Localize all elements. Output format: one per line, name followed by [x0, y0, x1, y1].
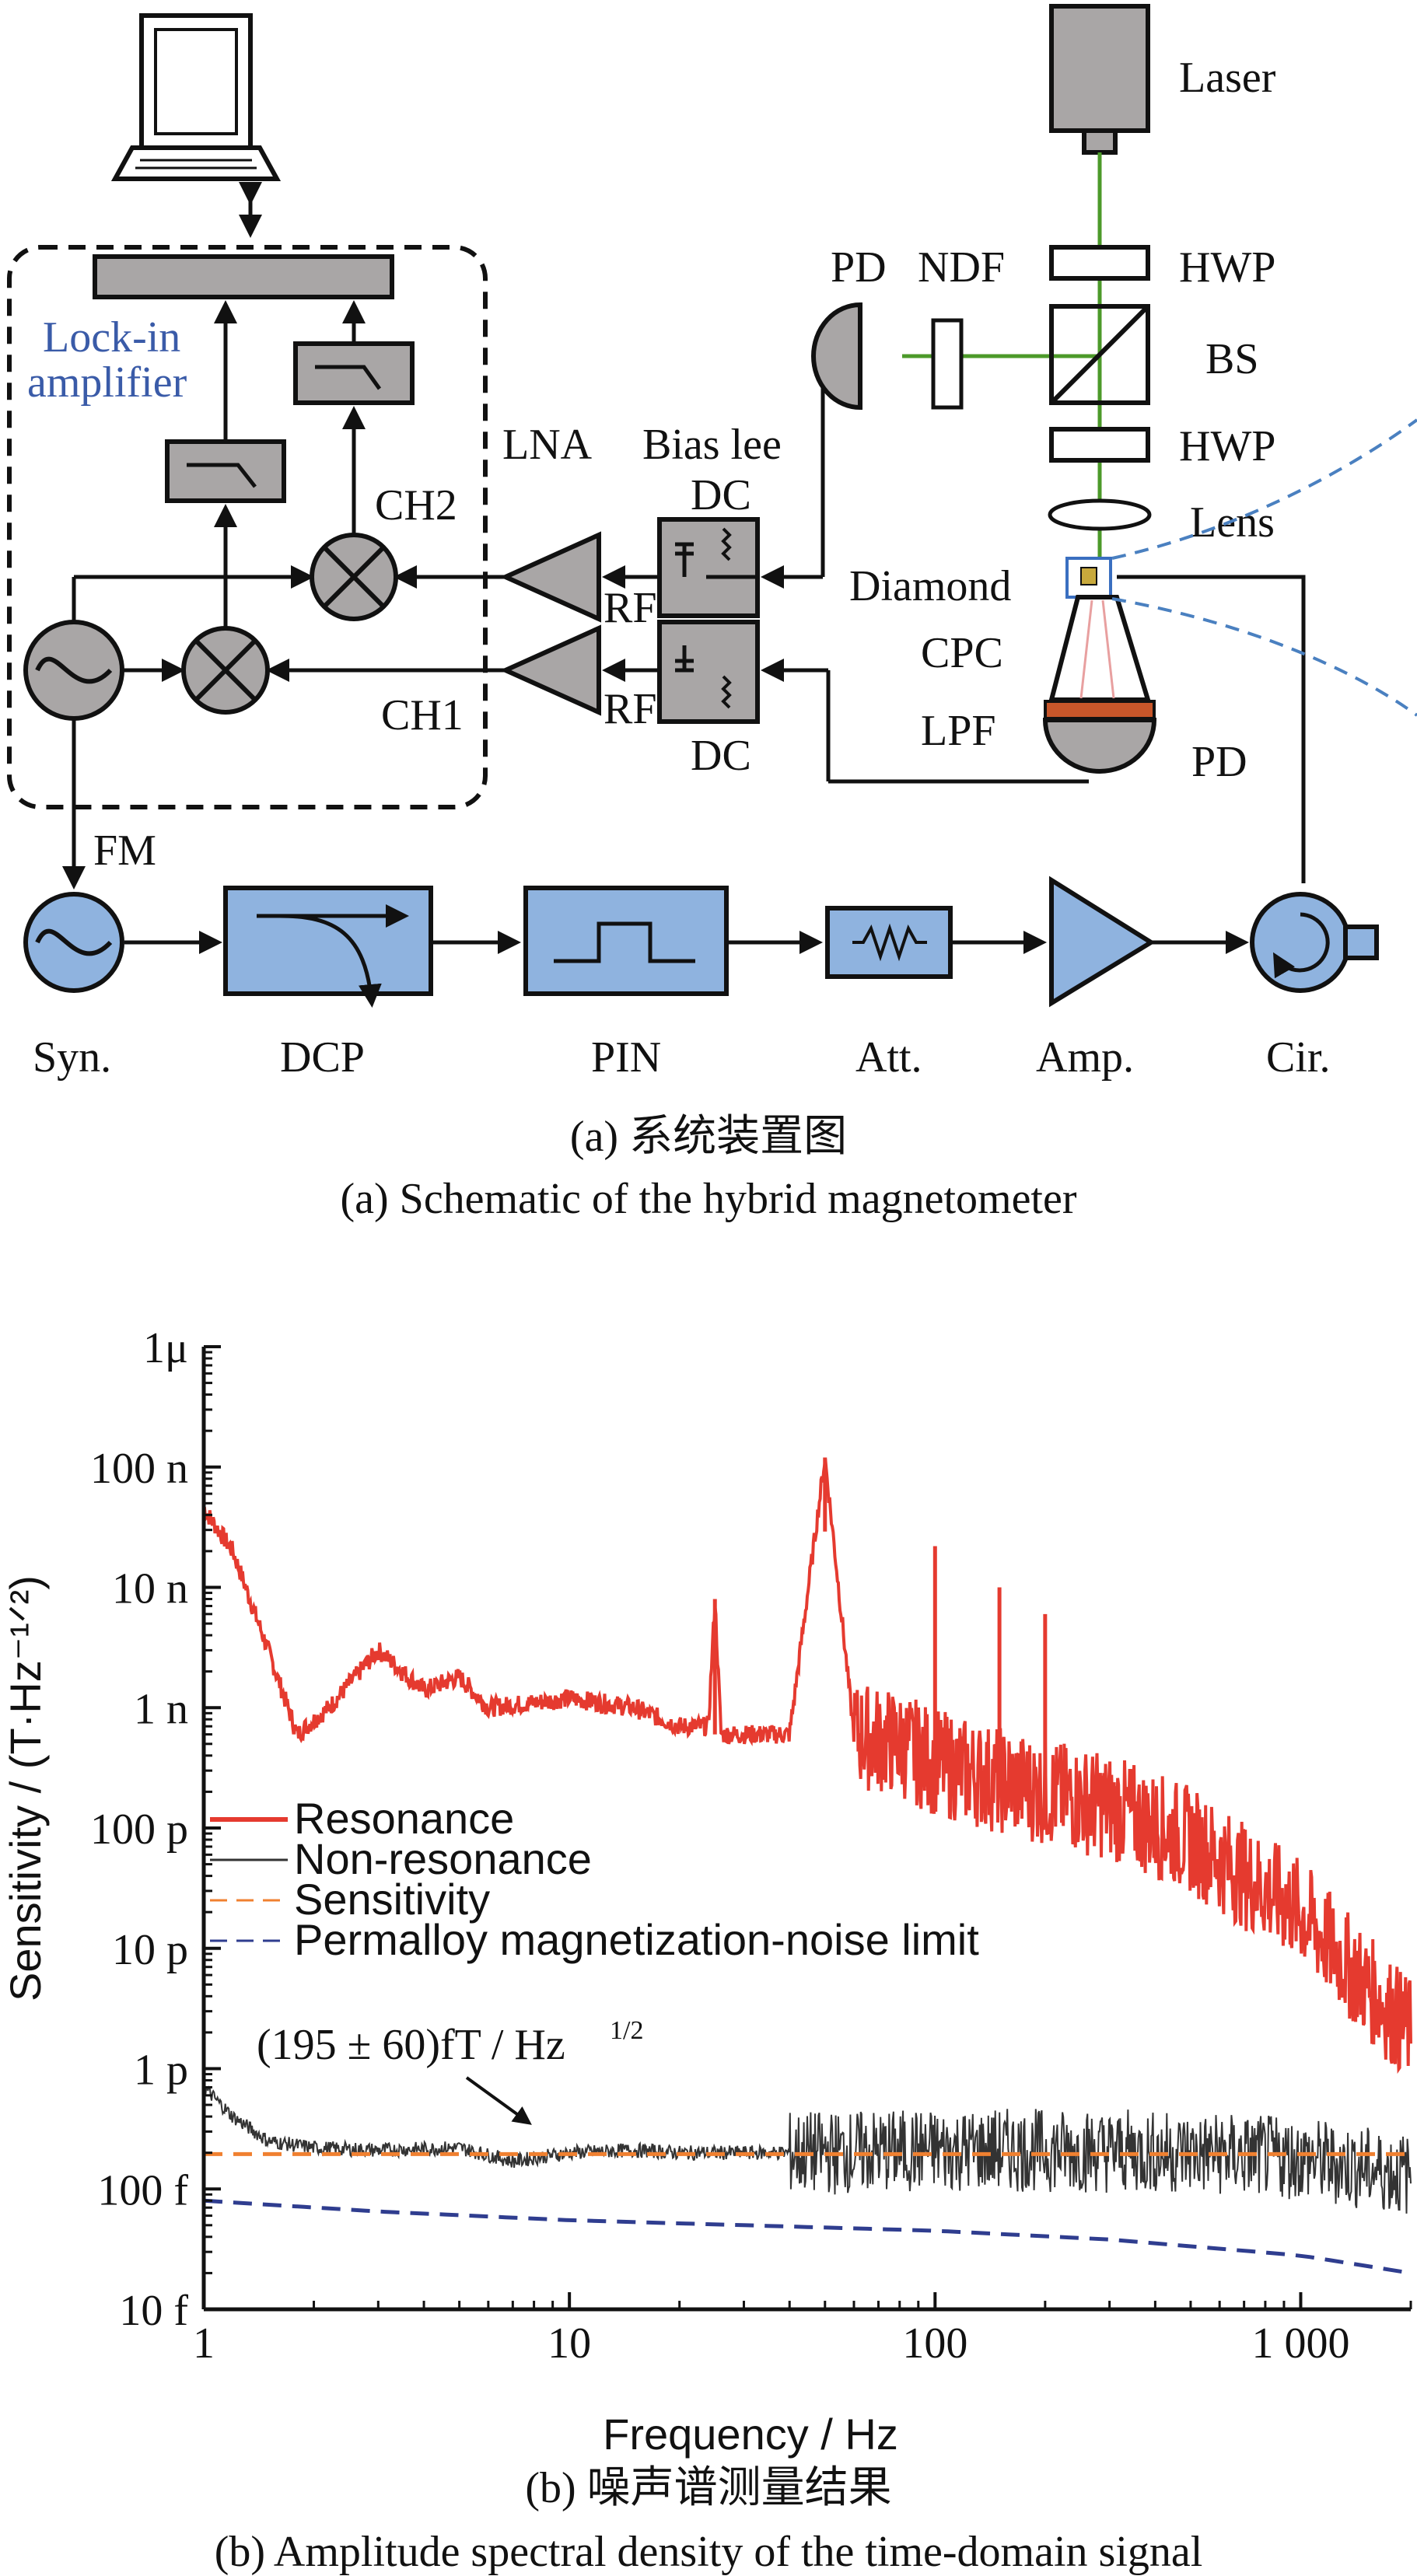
caption-a-en: (a) Schematic of the hybrid magnetometer — [341, 1175, 1077, 1223]
lockin-label-line2: amplifier — [27, 358, 187, 407]
dc-top-label: DC — [691, 471, 751, 519]
diamond — [1080, 567, 1097, 585]
lna-bottom — [499, 624, 601, 716]
pd-top — [811, 302, 862, 411]
legend-label: Permalloy magnetization-noise limit — [294, 1915, 979, 1964]
pd-bottom-label: PD — [1191, 738, 1247, 786]
beam-splitter — [1049, 304, 1150, 405]
ch1-label: CH1 — [381, 691, 464, 739]
schematic-diagram: Lock-in amplifier CH2 CH1 LNA RF RF — [7, 4, 1417, 1223]
y-axis-label: Sensitivity / (T·Hz⁻¹ᐟ²) — [1, 1575, 50, 2001]
laser-box — [1049, 4, 1150, 133]
mixer-ch2 — [310, 533, 398, 621]
rf-top-label: RF — [604, 584, 657, 632]
caption-a-cn: (a) 系统装置图 — [570, 1113, 847, 1161]
annotation-sup: 1/2 — [610, 2016, 643, 2045]
bias-tee-top — [657, 517, 760, 618]
series-line-0 — [203, 1459, 1412, 2074]
bs-label: BS — [1205, 335, 1259, 383]
x-tick-label: 100 — [902, 2319, 967, 2368]
synthesizer-icon — [23, 892, 124, 993]
circulator-icon — [1250, 892, 1379, 993]
laser-label: Laser — [1179, 54, 1276, 102]
y-tick-label: 10 n — [112, 1565, 188, 1613]
ndf — [931, 318, 964, 410]
series-line-1 — [203, 2085, 1412, 2214]
y-tick-label: 1μ — [143, 1324, 188, 1372]
lockin-label-line1: Lock-in — [43, 313, 180, 362]
amplifier-icon — [1049, 876, 1156, 1008]
bias-tee-bottom — [657, 620, 760, 724]
bias-tee-label: Bias lee — [642, 421, 782, 469]
lna-label: LNA — [502, 421, 593, 469]
x-tick-label: 1 000 — [1251, 2319, 1349, 2368]
filter-box-ch1 — [165, 439, 286, 503]
computer-icon — [110, 13, 282, 181]
amp-label: Amp. — [1036, 1033, 1134, 1082]
lpf — [1044, 700, 1156, 720]
dcp-box — [223, 886, 433, 1008]
mixer-ch1 — [181, 626, 270, 715]
cir-label: Cir. — [1266, 1033, 1330, 1082]
legend-label: Resonance — [294, 1794, 514, 1843]
laser-aperture — [1082, 128, 1118, 155]
pd-top-label: PD — [831, 243, 887, 292]
attenuator-box — [825, 906, 953, 979]
ndf-label: NDF — [918, 243, 1005, 292]
annotation-text: (195 ± 60)fT / Hz — [257, 2021, 565, 2069]
lockin-box — [7, 245, 488, 809]
cpc-label: CPC — [921, 629, 1003, 677]
y-tick-label: 10 f — [119, 2287, 188, 2335]
hwp-top-label: HWP — [1179, 243, 1275, 292]
y-tick-label: 10 p — [112, 1926, 188, 1974]
chart-legend: ResonanceNon-resonanceSensitivityPermall… — [210, 1794, 979, 1964]
y-tick-label: 100 f — [97, 2166, 188, 2214]
dc-bottom-label: DC — [691, 732, 751, 780]
legend-label: Sensitivity — [294, 1875, 490, 1924]
y-tick-label: 100 n — [90, 1445, 188, 1493]
syn-label: Syn. — [33, 1033, 111, 1082]
fm-label: FM — [93, 827, 156, 875]
ch2-label: CH2 — [375, 481, 457, 530]
oscillator-icon — [23, 620, 124, 721]
diamond-label: Diamond — [849, 562, 1011, 610]
att-label: Att. — [855, 1033, 922, 1082]
cpc — [1048, 595, 1152, 702]
y-tick-label: 1 p — [134, 2046, 188, 2095]
series-line-3 — [203, 2198, 1412, 2275]
caption-b-cn: (b) 噪声谱测量结果 — [525, 2464, 891, 2512]
pd-bottom — [1042, 718, 1157, 774]
lna-top — [499, 531, 601, 623]
x-axis-label: Frequency / Hz — [603, 2410, 898, 2459]
filter-box-ch2 — [293, 341, 415, 405]
annotation: (195 ± 60)fT / Hz 1/2 — [257, 2016, 643, 2125]
lpf-label: LPF — [921, 707, 996, 755]
hwp-bottom — [1049, 427, 1150, 463]
y-tick-label: 1 n — [134, 1685, 188, 1733]
dcp-label: DCP — [280, 1033, 365, 1082]
lockin-output-bar — [93, 254, 394, 299]
pin-label: PIN — [591, 1033, 661, 1082]
caption-b-en: (b) Amplitude spectral density of the ti… — [215, 2528, 1203, 2576]
legend-label: Non-resonance — [294, 1834, 592, 1883]
hwp-top — [1049, 245, 1150, 281]
pin-box — [523, 886, 729, 996]
x-tick-label: 1 — [193, 2319, 215, 2368]
rf-bottom-label: RF — [604, 685, 657, 733]
x-tick-label: 10 — [548, 2319, 591, 2368]
lens — [1048, 498, 1152, 531]
hwp-bottom-label: HWP — [1179, 422, 1275, 470]
y-tick-label: 100 p — [90, 1805, 188, 1854]
